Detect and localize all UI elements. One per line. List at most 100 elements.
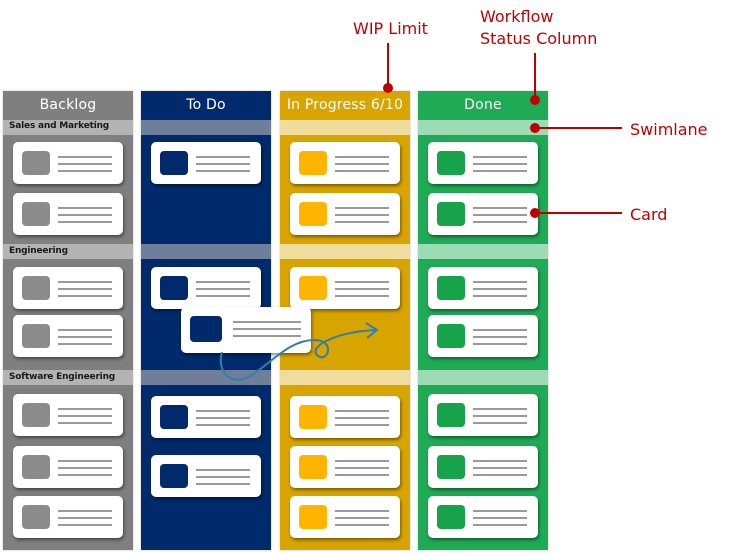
card-text-line: [335, 474, 389, 476]
card-text-line: [473, 474, 527, 476]
card-text-line: [473, 408, 527, 410]
swimlane-band: [141, 120, 271, 135]
swimlane-label-engineering: Engineering: [9, 246, 68, 256]
card-text-line: [335, 281, 389, 283]
card[interactable]: [13, 446, 123, 488]
card-text-line: [473, 295, 527, 297]
card[interactable]: [151, 396, 261, 438]
card-text-line: [196, 424, 250, 426]
card[interactable]: [290, 142, 400, 184]
swimlane-band: [3, 244, 133, 259]
card-color-square: [437, 403, 465, 427]
card[interactable]: [290, 396, 400, 438]
card-text-line: [335, 410, 389, 412]
card-text-line: [335, 524, 389, 526]
swimlane-band: [280, 120, 410, 135]
card-color-square: [160, 276, 188, 300]
card-color-square: [437, 505, 465, 529]
card-text-line: [335, 510, 389, 512]
dragged-card[interactable]: [181, 307, 311, 353]
card-text-line: [473, 415, 527, 417]
card-text-line: [335, 163, 389, 165]
card-text-line: [335, 288, 389, 290]
card[interactable]: [428, 315, 538, 357]
card-color-square: [437, 324, 465, 348]
card-color-square: [160, 464, 188, 488]
card[interactable]: [13, 142, 123, 184]
card-text-line: [196, 417, 250, 419]
card[interactable]: [428, 142, 538, 184]
card-text-line: [473, 207, 527, 209]
card-text-line: [473, 510, 527, 512]
card-color-square: [160, 405, 188, 429]
card-text-line: [473, 517, 527, 519]
card-color-square: [22, 403, 50, 427]
card[interactable]: [428, 446, 538, 488]
card-color-square: [299, 202, 327, 226]
annotation-wip-limit: WIP Limit: [353, 19, 428, 38]
card-text-line: [335, 170, 389, 172]
card-text-line: [196, 476, 250, 478]
card-color-square: [299, 405, 327, 429]
card-text-line: [58, 207, 112, 209]
card-color-square: [299, 151, 327, 175]
card[interactable]: [13, 315, 123, 357]
card[interactable]: [151, 267, 261, 309]
card-text-line: [196, 163, 250, 165]
card[interactable]: [290, 496, 400, 538]
annotation-status-column: Status Column: [480, 29, 598, 48]
card-text-line: [473, 170, 527, 172]
swimlane-band: [280, 370, 410, 385]
card[interactable]: [13, 267, 123, 309]
card-text-line: [233, 328, 301, 330]
card-color-square: [22, 202, 50, 226]
card-text-line: [335, 214, 389, 216]
card[interactable]: [428, 193, 538, 235]
card-text-line: [473, 524, 527, 526]
card[interactable]: [428, 496, 538, 538]
card[interactable]: [13, 394, 123, 436]
column-header-in-progress: In Progress 6/10: [286, 97, 404, 113]
card[interactable]: [151, 142, 261, 184]
annotation-card: Card: [630, 205, 668, 224]
card-color-square: [22, 505, 50, 529]
swimlane-band: [280, 244, 410, 259]
card-text-line: [473, 343, 527, 345]
card-color-square: [299, 505, 327, 529]
card-color-square: [437, 276, 465, 300]
card-text-line: [58, 295, 112, 297]
card-text-line: [473, 467, 527, 469]
card-text-line: [58, 408, 112, 410]
card-text-line: [58, 170, 112, 172]
swimlane-band: [3, 370, 133, 385]
annotation-swimlane: Swimlane: [630, 120, 708, 139]
card-text-line: [58, 517, 112, 519]
swimlane-band: [141, 370, 271, 385]
card-text-line: [58, 460, 112, 462]
card-color-square: [190, 316, 222, 342]
column-header-todo: To Do: [186, 97, 226, 113]
card[interactable]: [290, 446, 400, 488]
card-text-line: [473, 214, 527, 216]
card-text-line: [58, 467, 112, 469]
card-color-square: [437, 455, 465, 479]
card-text-line: [473, 163, 527, 165]
card-text-line: [58, 415, 112, 417]
card-text-line: [335, 207, 389, 209]
card[interactable]: [13, 193, 123, 235]
swimlane-band: [141, 244, 271, 259]
card-text-line: [473, 336, 527, 338]
card[interactable]: [428, 267, 538, 309]
card[interactable]: [13, 496, 123, 538]
card-text-line: [58, 510, 112, 512]
card-text-line: [473, 329, 527, 331]
card-text-line: [196, 410, 250, 412]
card-text-line: [58, 163, 112, 165]
column-done: Done: [418, 91, 548, 550]
card-text-line: [58, 474, 112, 476]
card[interactable]: [428, 394, 538, 436]
card[interactable]: [290, 193, 400, 235]
card-text-line: [58, 156, 112, 158]
card[interactable]: [151, 455, 261, 497]
card[interactable]: [290, 267, 400, 309]
